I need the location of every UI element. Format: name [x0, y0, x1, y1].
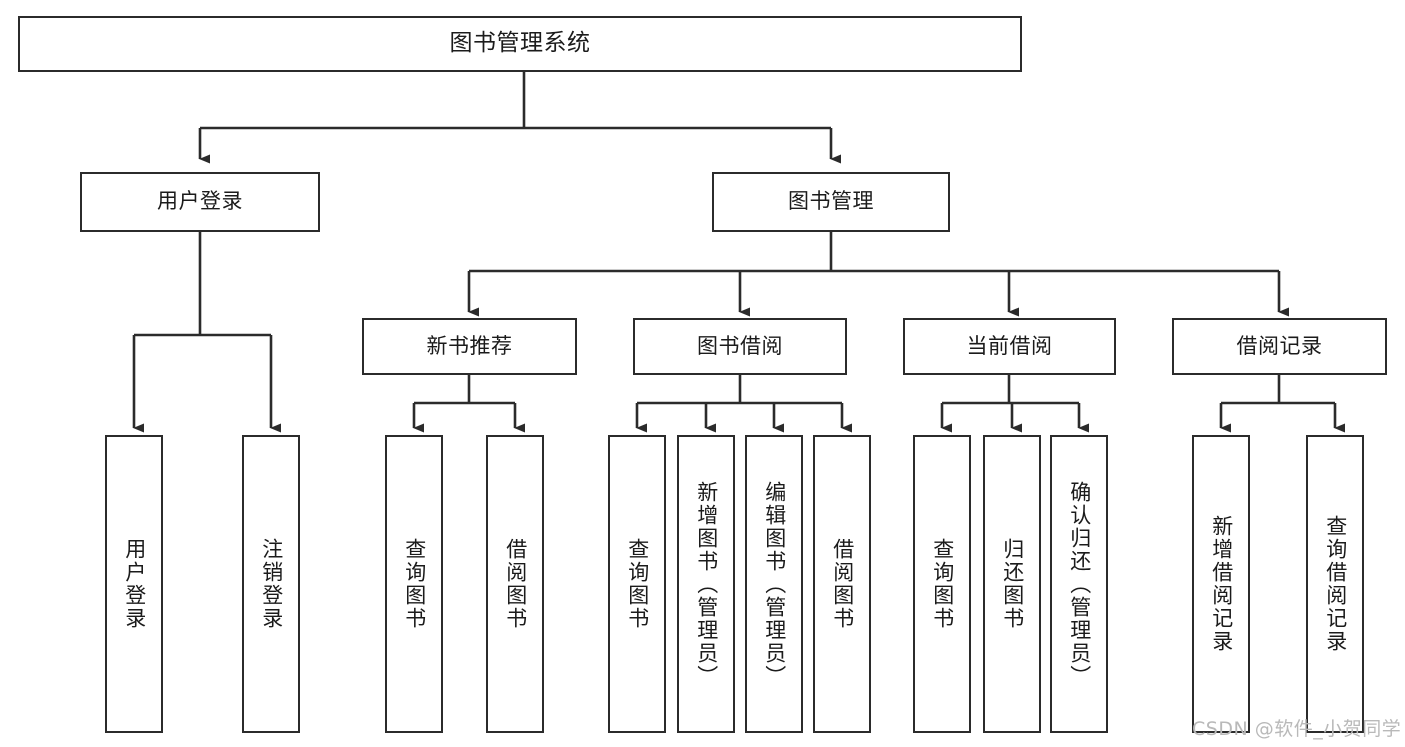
- node-book-borrow-label: 图书借阅: [697, 333, 783, 358]
- node-leaf-return-book[interactable]: 归还图书: [983, 435, 1041, 733]
- node-new-book-recommend-label: 新书推荐: [426, 333, 513, 358]
- node-current-borrow[interactable]: 当前借阅: [903, 318, 1116, 375]
- node-leaf-borrow-book-1[interactable]: 借阅图书: [486, 435, 544, 733]
- node-leaf-query-record[interactable]: 查询借阅记录: [1306, 435, 1364, 733]
- node-leaf-query-book-2-label: 查询图书: [625, 538, 650, 630]
- node-leaf-borrow-book-2[interactable]: 借阅图书: [813, 435, 871, 733]
- node-root[interactable]: 图书管理系统: [18, 16, 1022, 72]
- node-leaf-borrow-book-2-label: 借阅图书: [830, 538, 855, 630]
- node-leaf-query-book-1-label: 查询图书: [402, 538, 427, 630]
- node-new-book-recommend[interactable]: 新书推荐: [362, 318, 577, 375]
- node-leaf-borrow-book-1-label: 借阅图书: [503, 538, 528, 630]
- node-leaf-query-book-1[interactable]: 查询图书: [385, 435, 443, 733]
- node-leaf-confirm-return[interactable]: 确认归还（管理员）: [1050, 435, 1108, 733]
- node-leaf-query-record-label: 查询借阅记录: [1323, 515, 1348, 653]
- node-leaf-user-login[interactable]: 用户登录: [105, 435, 163, 733]
- node-leaf-query-book-3[interactable]: 查询图书: [913, 435, 971, 733]
- node-user-login-label: 用户登录: [157, 189, 243, 214]
- node-leaf-return-book-label: 归还图书: [1000, 538, 1025, 630]
- node-leaf-add-record-label: 新增借阅记录: [1209, 515, 1234, 653]
- node-current-borrow-label: 当前借阅: [966, 333, 1053, 358]
- node-borrow-record[interactable]: 借阅记录: [1172, 318, 1387, 375]
- node-book-borrow[interactable]: 图书借阅: [633, 318, 847, 375]
- node-leaf-confirm-return-label: 确认归还（管理员）: [1067, 480, 1092, 688]
- node-leaf-edit-book-label: 编辑图书（管理员）: [762, 480, 787, 688]
- node-leaf-add-book-label: 新增图书（管理员）: [694, 480, 719, 688]
- node-leaf-query-book-3-label: 查询图书: [930, 538, 955, 630]
- node-leaf-query-book-2[interactable]: 查询图书: [608, 435, 666, 733]
- node-leaf-user-login-label: 用户登录: [122, 538, 147, 630]
- node-borrow-record-label: 借阅记录: [1236, 333, 1323, 358]
- node-book-manage-label: 图书管理: [788, 189, 874, 214]
- node-leaf-user-logout[interactable]: 注销登录: [242, 435, 300, 733]
- node-user-login[interactable]: 用户登录: [80, 172, 320, 232]
- node-leaf-add-record[interactable]: 新增借阅记录: [1192, 435, 1250, 733]
- node-leaf-edit-book[interactable]: 编辑图书（管理员）: [745, 435, 803, 733]
- node-root-label: 图书管理系统: [449, 30, 591, 57]
- node-book-manage[interactable]: 图书管理: [712, 172, 950, 232]
- node-leaf-add-book[interactable]: 新增图书（管理员）: [677, 435, 735, 733]
- node-leaf-user-logout-label: 注销登录: [259, 538, 284, 630]
